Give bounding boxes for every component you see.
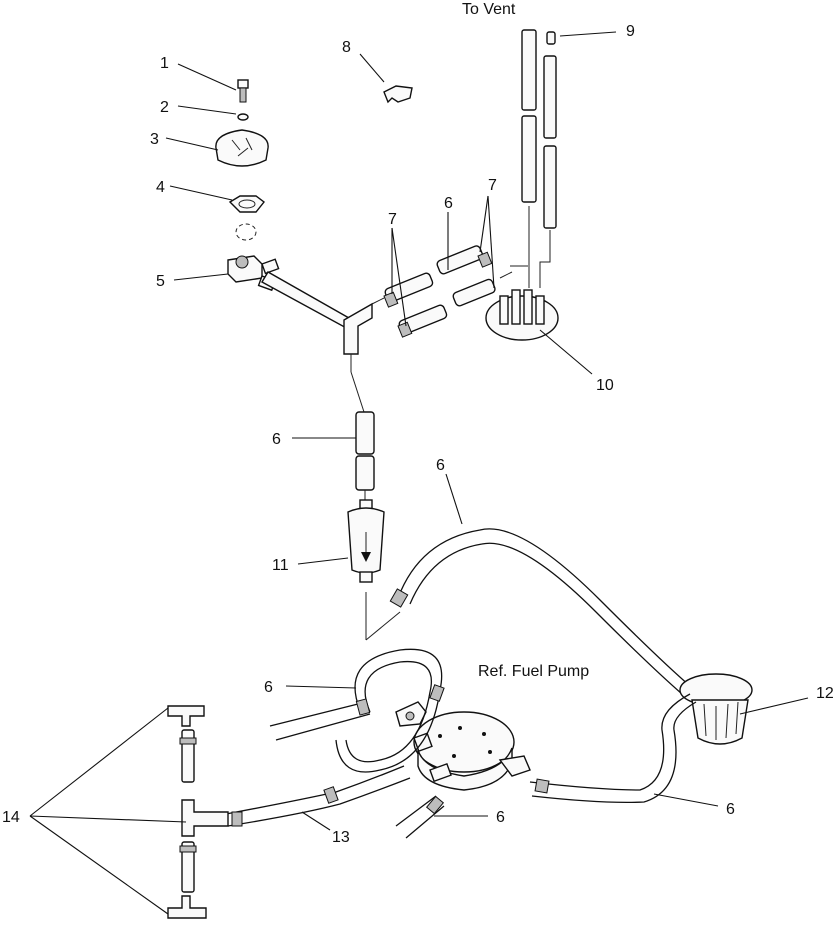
- connection-lines: [371, 265, 528, 305]
- callout-10: 10: [596, 377, 614, 394]
- callout-6-hose-upper: 6: [444, 195, 453, 212]
- washer: [237, 113, 249, 121]
- fuel-valve-cap: [215, 129, 269, 167]
- fuel-hose-13: [225, 765, 411, 827]
- o-ring: [235, 223, 257, 241]
- callout-7-left: 7: [388, 211, 397, 228]
- leader-lines: [29, 31, 809, 915]
- fuel-hose-right: [529, 693, 691, 791]
- fuel-hose-long: [389, 528, 691, 695]
- callout-2: 2: [160, 99, 169, 116]
- callout-6-lower-left: 6: [264, 679, 273, 696]
- vent-tube-long: [521, 29, 537, 288]
- to-vent-label: To Vent: [462, 1, 516, 18]
- callout-9: 9: [626, 23, 635, 40]
- pump-fitting: [413, 732, 452, 783]
- pump-valve: [395, 701, 427, 727]
- tee-fitting-assembly: [167, 705, 229, 919]
- callout-6-right: 6: [726, 801, 735, 818]
- fuel-pump: [413, 711, 531, 791]
- callout-1: 1: [160, 55, 169, 72]
- callout-4: 4: [156, 179, 165, 196]
- filter-link-line: [365, 611, 401, 641]
- callout-12: 12: [816, 685, 834, 702]
- bolt: [237, 79, 249, 103]
- clip-bracket: [383, 85, 413, 104]
- callout-3: 3: [150, 131, 159, 148]
- hex-nut: [228, 195, 265, 213]
- tank-fitting-plate: [485, 289, 559, 341]
- hose-connector-upper: [383, 245, 493, 308]
- callout-14: 14: [2, 809, 20, 826]
- vent-tube-short: [539, 31, 557, 288]
- fuel-filter: [347, 499, 385, 583]
- callout-8: 8: [342, 39, 351, 56]
- fuel-hose-left: [269, 701, 371, 741]
- ref-fuel-pump-label: Ref. Fuel Pump: [478, 663, 589, 680]
- callout-11: 11: [272, 557, 289, 574]
- callout-7-right: 7: [488, 177, 497, 194]
- callout-5: 5: [156, 273, 165, 290]
- callout-6-curve: 6: [436, 457, 445, 474]
- callout-6-bottom: 6: [496, 809, 505, 826]
- fuel-valve-body: [227, 255, 358, 331]
- fuel-line-drop: [350, 371, 365, 413]
- filter-bowl: [679, 673, 753, 745]
- callout-13: 13: [332, 829, 350, 846]
- callout-6-left-mid: 6: [272, 431, 281, 448]
- fuel-hose-bottom: [395, 795, 445, 839]
- inline-hose-vertical: [355, 411, 375, 500]
- fuel-tube-tee: [343, 302, 373, 372]
